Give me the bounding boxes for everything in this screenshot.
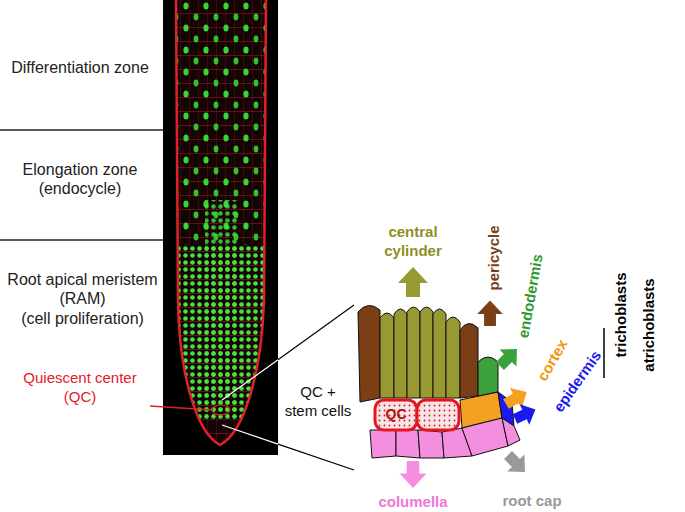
- vascular-cell: [407, 307, 420, 398]
- lineage-arrow: [500, 447, 534, 481]
- zone-separator: [0, 129, 163, 131]
- lineage-arrow: [477, 301, 503, 327]
- zoom-line: [278, 444, 354, 470]
- vascular-cell: [433, 309, 446, 398]
- panel-label: QC + stem cells: [284, 382, 352, 420]
- zone-label: Elongation zone (endocycle): [10, 160, 150, 198]
- pericycle-cell: [460, 323, 478, 398]
- columella-cell: [370, 430, 396, 458]
- bracket-line: [603, 328, 605, 378]
- zone-label: Differentiation zone: [10, 58, 150, 77]
- lineage-arrow: [492, 341, 526, 375]
- leader-line: [150, 406, 212, 410]
- lineage-label: pericycle: [484, 225, 503, 290]
- root-tissue: [163, 0, 278, 455]
- qc-cell: [375, 400, 417, 430]
- pericycle-cell: [358, 305, 380, 402]
- lineage-label: endodermis: [513, 252, 546, 339]
- qc-cell: [417, 400, 459, 430]
- columella-cell: [462, 418, 508, 456]
- lineage-arrow: [510, 399, 540, 429]
- image-background: [163, 0, 278, 455]
- vascular-cell: [394, 309, 407, 398]
- columella-cell: [396, 430, 420, 458]
- qc-text: QC: [375, 406, 417, 422]
- qc-cells: QC: [372, 398, 462, 432]
- lineage-label: central cylinder: [372, 222, 454, 260]
- endodermis-cell: [478, 357, 498, 396]
- qc-label: Quiescent center (QC): [10, 368, 150, 406]
- qc-marker: [212, 405, 230, 415]
- vascular-cell: [380, 313, 394, 398]
- lineage-label: columella: [378, 492, 447, 511]
- lineage-arrow: [400, 461, 427, 488]
- zoom-line: [278, 305, 354, 360]
- vascular-cell: [446, 317, 460, 398]
- stem-cell-schematic: [358, 305, 520, 458]
- zoom-line: [222, 425, 278, 444]
- columella-cell: [418, 430, 444, 458]
- zoom-line: [222, 360, 278, 400]
- root-micrograph: [163, 0, 278, 455]
- vascular-cell: [420, 307, 433, 398]
- zone-separator: [0, 239, 163, 241]
- cell-fate-label: atrichoblasts: [639, 278, 658, 371]
- cell-fate-label: trichoblasts: [611, 272, 630, 357]
- zone-label: Root apical meristem (RAM): [0, 270, 165, 308]
- lineage-label: cortex: [533, 336, 572, 384]
- lineage-arrow: [398, 267, 428, 297]
- zone-label: (cell proliferation): [0, 309, 165, 328]
- lineage-label: root cap: [502, 491, 561, 510]
